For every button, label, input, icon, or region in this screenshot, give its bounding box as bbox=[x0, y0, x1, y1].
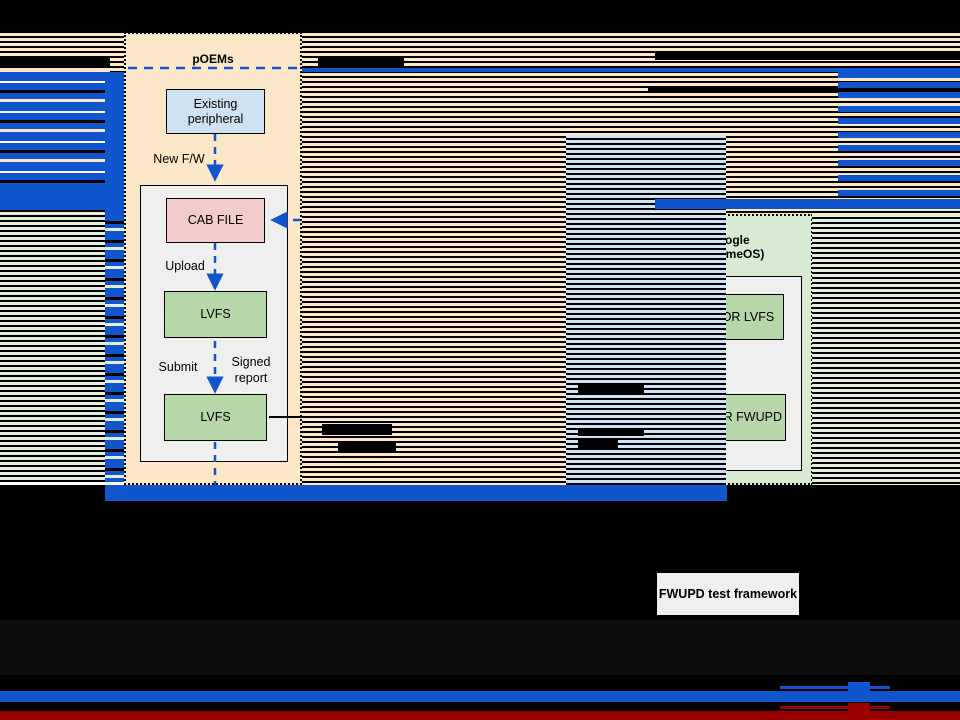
edge-label-new-fw: New F/W bbox=[153, 152, 205, 166]
edge-label-signed-report: Signed report bbox=[231, 355, 271, 385]
node-fwupd[interactable]: FWUPD bbox=[430, 394, 530, 441]
legend-fwupd-test-framework: FWUPD test framework bbox=[657, 573, 799, 615]
node-mirror-fwupd[interactable]: MIRROR FWUPD bbox=[678, 394, 786, 441]
edge-label-fwupd-code-change-line2: code change bbox=[412, 254, 474, 266]
node-plugin[interactable]: PLUGIN bbox=[430, 293, 530, 340]
node-new-peripheral-label: New Peripheral bbox=[437, 212, 524, 227]
node-lvfs-upload-label: LVFS bbox=[200, 307, 231, 321]
node-fwupd-label: FWUPD bbox=[457, 410, 503, 424]
node-new-peripheral[interactable]: New Peripheral bbox=[431, 205, 530, 235]
node-existing-peripheral-label: Existing peripheral bbox=[187, 96, 244, 126]
node-existing-peripheral[interactable]: Existing peripheral bbox=[166, 89, 265, 134]
node-plugin-label: PLUGIN bbox=[456, 309, 504, 323]
node-mirror-lvfs[interactable]: MIRROR LVFS bbox=[680, 294, 784, 340]
swimlane-poems-title: pOEMs bbox=[192, 52, 234, 66]
edge-label-submit: Submit bbox=[158, 360, 198, 374]
node-mirror-lvfs-label: MIRROR LVFS bbox=[689, 309, 775, 324]
node-lvfs-submit-label: LVFS bbox=[200, 410, 231, 424]
node-lvfs-submit[interactable]: LVFS bbox=[164, 394, 267, 441]
legend-label: FWUPD test framework bbox=[658, 587, 798, 601]
edge-label-submit-changes-line2: Changes bbox=[423, 366, 475, 380]
edge-label-upload: Upload bbox=[165, 259, 205, 273]
node-cab-file[interactable]: CAB FILE bbox=[166, 198, 265, 243]
node-mirror-fwupd-label: MIRROR FWUPD bbox=[682, 410, 782, 424]
node-cab-file-label: CAB FILE bbox=[187, 213, 244, 227]
node-lvfs-upload[interactable]: LVFS bbox=[164, 291, 267, 338]
